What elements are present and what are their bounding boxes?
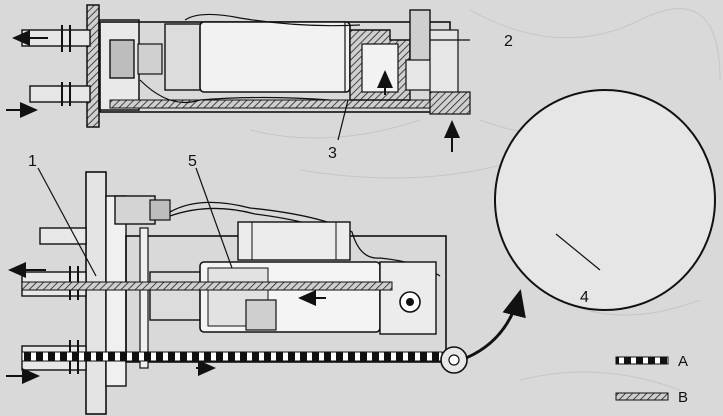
legend-label-b: B [678,389,688,406]
legend: A B [615,353,688,406]
callout-3: 3 [328,145,337,162]
bottom-pump-assembly [6,171,526,415]
callout-1: 1 [28,153,37,170]
callout-5: 5 [188,153,197,170]
legend-swatch-a [615,356,669,365]
legend-label-a: A [678,353,688,370]
legend-swatch-b [615,392,669,401]
callout-2: 2 [504,33,513,50]
top-pump-assembly [6,4,471,152]
callout-4: 4 [580,289,589,306]
callout-leaders [37,39,470,277]
magnified-valve-detail [494,89,716,311]
